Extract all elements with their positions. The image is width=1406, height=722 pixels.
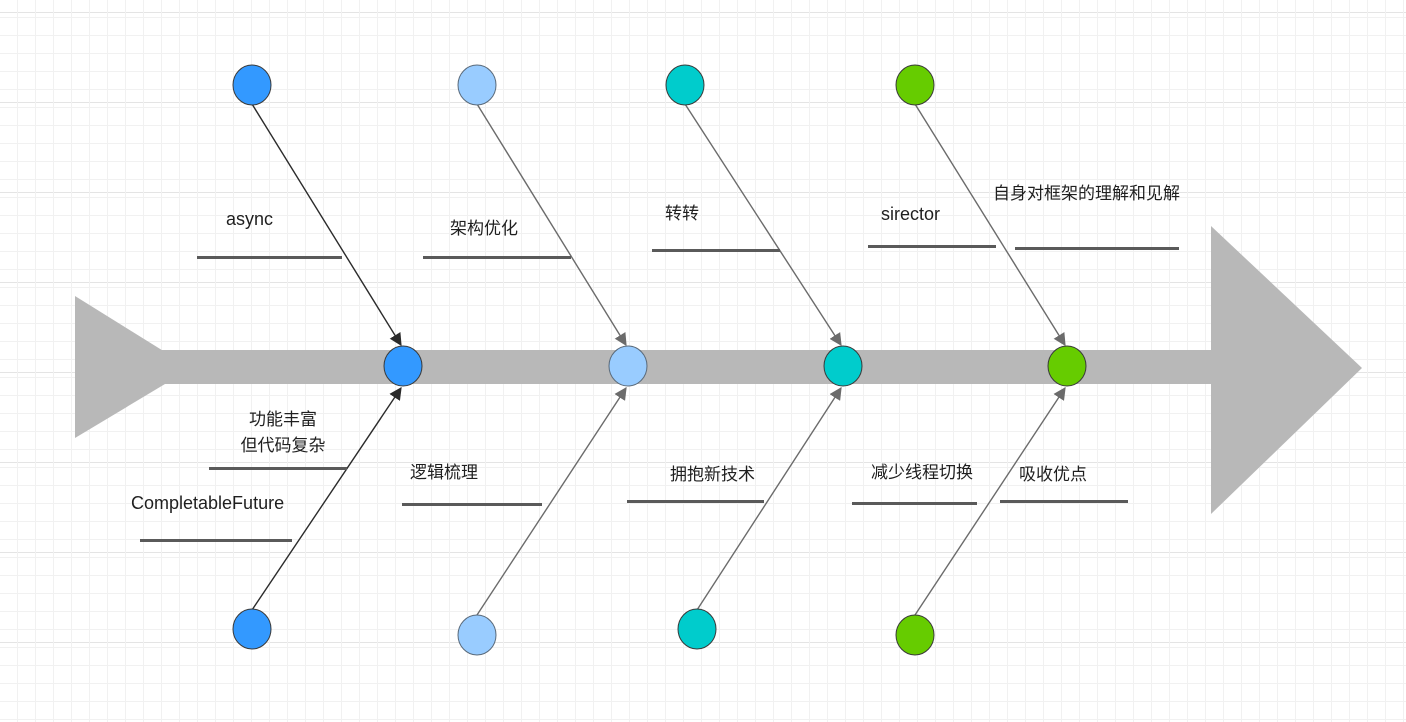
underline-sirector — [868, 245, 996, 248]
bone-bottom-3 — [696, 386, 842, 611]
fish-tail — [75, 296, 165, 438]
label-insight: 自身对框架的理解和见解 — [993, 184, 1180, 204]
underline-embrace — [627, 500, 764, 503]
underline-rich — [209, 467, 347, 470]
label-rich-text: 功能丰富 但代码复杂 — [240, 410, 326, 456]
node-bottom-1 — [232, 608, 272, 650]
underline-completablefuture — [140, 539, 292, 542]
underline-absorb — [1000, 500, 1128, 503]
underline-insight — [1015, 247, 1179, 250]
bone-bottom-4 — [914, 386, 1066, 616]
label-absorb: 吸收优点 — [1019, 465, 1087, 485]
bone-top-1 — [251, 103, 402, 347]
bone-top-3 — [684, 103, 842, 347]
label-async: async — [226, 209, 274, 229]
node-top-2 — [457, 64, 497, 106]
fish-head-arrow — [1211, 226, 1362, 514]
node-top-3 — [665, 64, 705, 106]
node-top-4 — [895, 64, 935, 106]
node-top-1 — [232, 64, 272, 106]
node-spine-4 — [1047, 345, 1087, 387]
underline-logic — [402, 503, 542, 506]
node-spine-1 — [383, 345, 423, 387]
label-reduce: 减少线程切换 — [871, 463, 973, 483]
underline-arch — [423, 256, 571, 259]
fish-spine — [160, 350, 1220, 384]
underline-zhuan — [652, 249, 780, 252]
node-bottom-4 — [895, 614, 935, 656]
node-bottom-3 — [677, 608, 717, 650]
label-zhuan: 转转 — [665, 204, 699, 224]
label-sirector: sirector — [881, 204, 941, 224]
node-spine-2 — [608, 345, 648, 387]
node-spine-3 — [823, 345, 863, 387]
bone-top-4 — [914, 103, 1066, 347]
label-arch: 架构优化 — [450, 219, 518, 239]
bone-bottom-1 — [251, 386, 402, 611]
label-rich: 功能丰富 但代码复杂 — [228, 407, 338, 459]
bone-bottom-2 — [476, 386, 627, 616]
underline-async — [197, 256, 342, 259]
node-bottom-2 — [457, 614, 497, 656]
label-completablefuture: CompletableFuture — [131, 493, 285, 513]
bone-top-2 — [476, 103, 627, 347]
label-embrace: 拥抱新技术 — [670, 465, 755, 485]
label-logic: 逻辑梳理 — [410, 463, 478, 483]
underline-reduce — [852, 502, 977, 505]
